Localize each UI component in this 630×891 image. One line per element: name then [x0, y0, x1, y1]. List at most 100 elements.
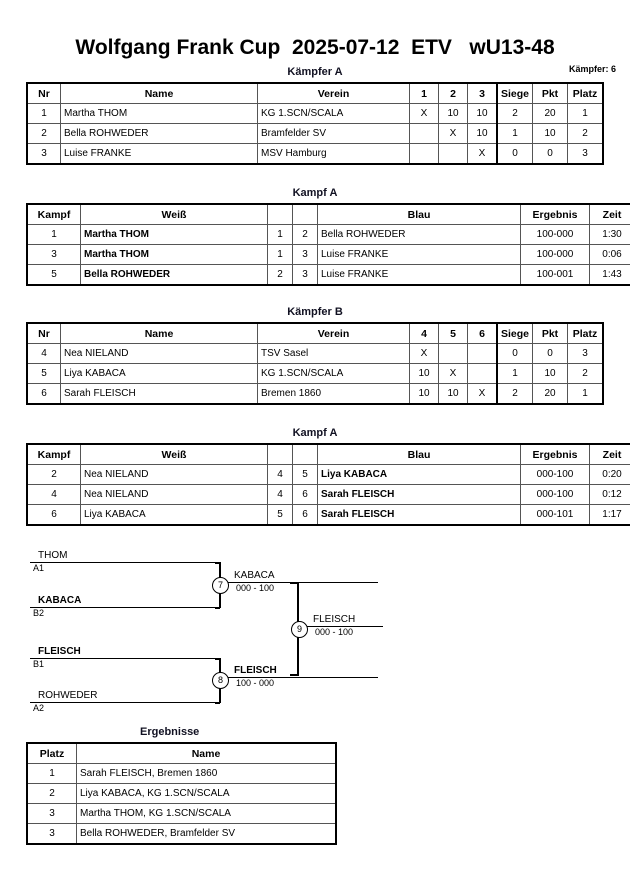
- col-pkt: Pkt: [532, 82, 568, 104]
- cell-kampf: 5: [26, 264, 81, 286]
- cell-siege: 2: [496, 103, 533, 124]
- bracket-winner-8: FLEISCH 100 - 000: [228, 665, 378, 689]
- table-row: 6 Liya KABACA 5 6 Sarah FLEISCH 000-101 …: [26, 504, 630, 526]
- cell-ergebnis: 100-000: [520, 244, 590, 265]
- cell-platz: 1: [567, 383, 604, 405]
- cell-verein: KG 1.SCN/SCALA: [257, 103, 410, 124]
- col-nr: Nr: [26, 82, 61, 104]
- col-num-weiss: [267, 203, 293, 225]
- col-name: Name: [60, 82, 258, 104]
- bracket-winner-name: FLEISCH: [313, 614, 356, 625]
- bracket-seed-rule: [30, 607, 215, 608]
- col-name: Name: [76, 742, 337, 764]
- cell-score-4: 10: [409, 363, 439, 384]
- bracket-seed-code: A2: [33, 703, 45, 713]
- table-row: 2 Bella ROHWEDER Bramfelder SV X 10 1 10…: [26, 123, 604, 144]
- knockout-bracket: THOM A1 KABACA B2 FLEISCH B1 ROHWEDER A2…: [0, 542, 630, 714]
- cell-kampf: 1: [26, 224, 81, 245]
- cell-nr: 1: [26, 103, 61, 124]
- cell-siege: 1: [496, 363, 533, 384]
- col-verein: Verein: [257, 322, 410, 344]
- table-row: 1 Martha THOM 1 2 Bella ROHWEDER 100-000…: [26, 224, 630, 245]
- cell-verein: Bremen 1860: [257, 383, 410, 405]
- cell-platz: 3: [26, 823, 77, 845]
- table-row: 2 Nea NIELAND 4 5 Liya KABACA 000-100 0:…: [26, 464, 630, 485]
- cell-num-blau: 2: [292, 224, 318, 245]
- cell-score-2: X: [438, 123, 468, 144]
- cell-siege: 1: [496, 123, 533, 144]
- table-header-row: Kampf Weiß Blau Ergebnis Zeit: [26, 443, 630, 465]
- bracket-winner-9: FLEISCH 000 - 100: [307, 614, 457, 638]
- table-row: 1 Sarah FLEISCH, Bremen 1860: [26, 763, 337, 784]
- pool-b-caption: Kämpfer B: [287, 306, 343, 318]
- cell-weiss: Nea NIELAND: [80, 484, 268, 505]
- results-table: Platz Name 1 Sarah FLEISCH, Bremen 1860 …: [26, 742, 337, 845]
- cell-nr: 6: [26, 383, 61, 405]
- cell-score-5: X: [438, 363, 468, 384]
- bracket-winner-score: 000 - 100: [236, 583, 275, 593]
- bracket-match-node-7[interactable]: 7: [212, 577, 229, 594]
- cell-platz: 1: [26, 763, 77, 784]
- cell-kampf: 2: [26, 464, 81, 485]
- cell-ergebnis: 000-100: [520, 484, 590, 505]
- cell-num-weiss: 5: [267, 504, 293, 526]
- cell-pkt: 0: [532, 343, 568, 364]
- bracket-seed-b1: FLEISCH B1: [30, 646, 215, 670]
- col-score-4: 4: [409, 322, 439, 344]
- cell-weiss: Martha THOM: [80, 224, 268, 245]
- bracket-match-node-9[interactable]: 9: [291, 621, 308, 638]
- bracket-winner-rule: [228, 677, 378, 678]
- cell-platz: 2: [26, 783, 77, 804]
- col-siege: Siege: [496, 82, 533, 104]
- cell-score-1: X: [409, 103, 439, 124]
- cell-pkt: 10: [532, 363, 568, 384]
- cell-num-blau: 3: [292, 244, 318, 265]
- cell-score-1: [409, 123, 439, 144]
- bracket-seed-a1: THOM A1: [30, 550, 215, 574]
- col-blau: Blau: [317, 203, 521, 225]
- bracket-seed-rule: [30, 562, 215, 563]
- cell-score-5: 10: [438, 383, 468, 405]
- cell-num-weiss: 2: [267, 264, 293, 286]
- cell-zeit: 1:43: [589, 264, 630, 286]
- table-row: 4 Nea NIELAND TSV Sasel X 0 0 3: [26, 343, 604, 364]
- cell-ergebnis: 100-001: [520, 264, 590, 286]
- pool-b-section: Kämpfer B Nr Name Verein 4 5 6 Siege Pkt…: [0, 306, 630, 405]
- cell-name: Sarah FLEISCH, Bremen 1860: [76, 763, 337, 784]
- col-num-blau: [292, 443, 318, 465]
- bracket-seed-name: THOM: [38, 550, 68, 561]
- pool-a-standings-table: Nr Name Verein 1 2 3 Siege Pkt Platz 1 M…: [26, 82, 604, 165]
- kampf-a-caption: Kampf A: [292, 187, 338, 199]
- bracket-match-node-8[interactable]: 8: [212, 672, 229, 689]
- cell-verein: Bramfelder SV: [257, 123, 410, 144]
- col-pkt: Pkt: [532, 322, 568, 344]
- cell-blau: Sarah FLEISCH: [317, 484, 521, 505]
- cell-score-3: 10: [467, 123, 498, 144]
- bracket-winner-name: FLEISCH: [234, 665, 277, 676]
- cell-siege: 0: [496, 143, 533, 165]
- table-row: 5 Bella ROHWEDER 2 3 Luise FRANKE 100-00…: [26, 264, 630, 286]
- table-row: 1 Martha THOM KG 1.SCN/SCALA X 10 10 2 2…: [26, 103, 604, 124]
- cell-num-blau: 6: [292, 484, 318, 505]
- col-score-3: 3: [467, 82, 498, 104]
- bracket-winner-score: 000 - 100: [315, 627, 354, 637]
- cell-kampf: 3: [26, 244, 81, 265]
- col-ergebnis: Ergebnis: [520, 443, 590, 465]
- col-zeit: Zeit: [589, 203, 630, 225]
- cell-blau: Liya KABACA: [317, 464, 521, 485]
- col-platz: Platz: [567, 82, 604, 104]
- col-siege: Siege: [496, 322, 533, 344]
- cell-num-blau: 5: [292, 464, 318, 485]
- bracket-seed-rule: [30, 702, 215, 703]
- kampf-a-table: Kampf Weiß Blau Ergebnis Zeit 1 Martha T…: [26, 203, 630, 286]
- cell-pkt: 10: [532, 123, 568, 144]
- kampf-b-section: Kampf A Kampf Weiß Blau Ergebnis Zeit 2 …: [0, 427, 630, 526]
- bracket-seed-b2: KABACA B2: [30, 595, 215, 619]
- cell-weiss: Bella ROHWEDER: [80, 264, 268, 286]
- bracket-connector: [290, 674, 299, 676]
- cell-verein: MSV Hamburg: [257, 143, 410, 165]
- col-ergebnis: Ergebnis: [520, 203, 590, 225]
- cell-blau: Sarah FLEISCH: [317, 504, 521, 526]
- table-row: 6 Sarah FLEISCH Bremen 1860 10 10 X 2 20…: [26, 383, 604, 405]
- cell-platz: 3: [567, 143, 604, 165]
